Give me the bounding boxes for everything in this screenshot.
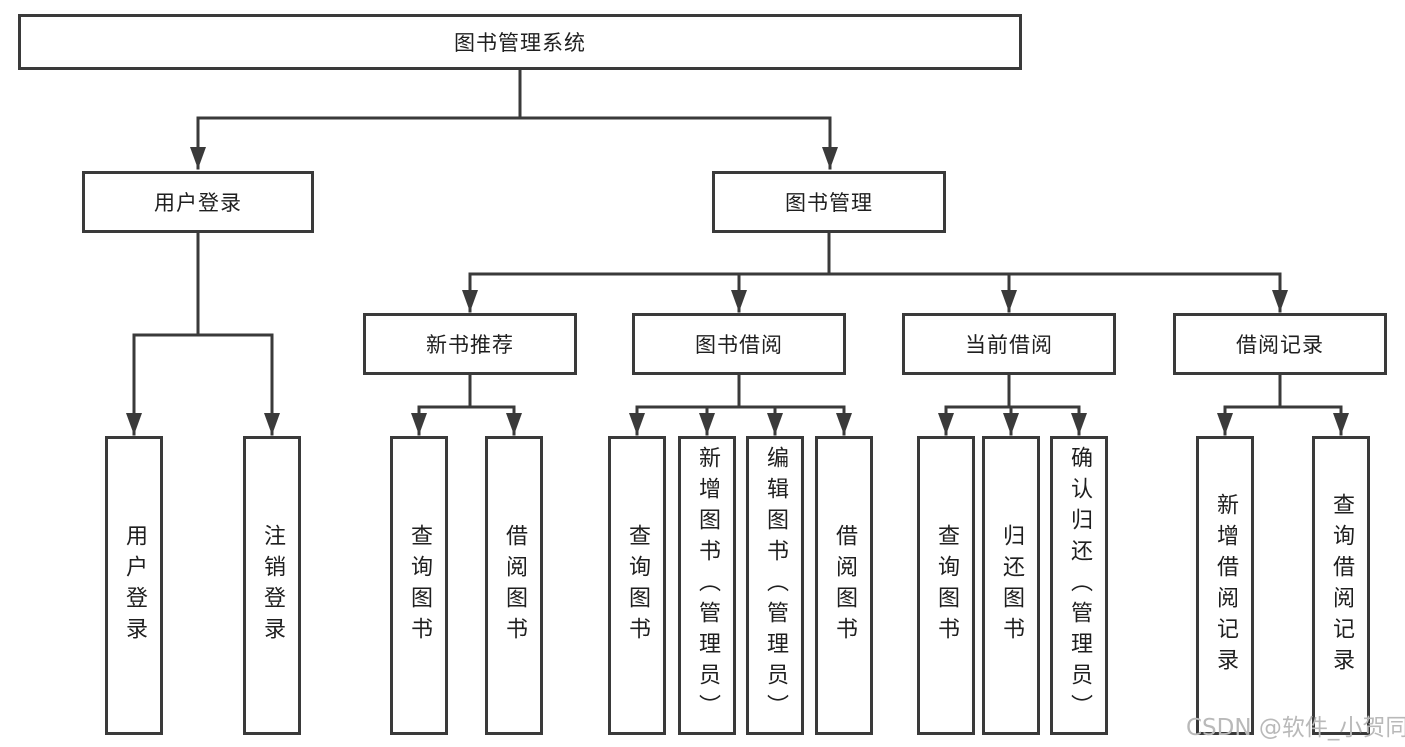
watermark: CSDN @软件_小贺同学 xyxy=(1186,715,1405,741)
node-leaf-return-books-label: 归还图书 xyxy=(999,523,1024,648)
node-leaf-add-books-admin: 新增图书（管理员） xyxy=(678,436,736,735)
node-book-management-label: 图书管理 xyxy=(785,191,873,215)
node-leaf-query-books-current: 查询图书 xyxy=(917,436,975,735)
node-new-book-recommendation: 新书推荐 xyxy=(363,313,577,375)
node-library-system-label: 图书管理系统 xyxy=(454,31,586,55)
node-leaf-query-books-newrec: 查询图书 xyxy=(390,436,448,735)
node-current-borrowing: 当前借阅 xyxy=(902,313,1116,375)
node-leaf-logout: 注销登录 xyxy=(243,436,301,735)
node-leaf-query-books-borrow-label: 查询图书 xyxy=(625,523,650,648)
node-leaf-confirm-return-admin-label: 确认归还（管理员） xyxy=(1067,446,1092,725)
node-leaf-borrow-books-borrow-label: 借阅图书 xyxy=(832,523,857,648)
node-current-borrowing-label: 当前借阅 xyxy=(965,333,1053,357)
node-leaf-borrow-books-newrec-label: 借阅图书 xyxy=(502,523,527,648)
node-leaf-add-borrow-record-label: 新增借阅记录 xyxy=(1213,492,1238,679)
node-leaf-query-borrow-record-label: 查询借阅记录 xyxy=(1329,492,1354,679)
node-leaf-return-books: 归还图书 xyxy=(982,436,1040,735)
node-new-book-recommendation-label: 新书推荐 xyxy=(426,333,514,357)
node-leaf-user-login: 用户登录 xyxy=(105,436,163,735)
node-leaf-add-books-admin-label: 新增图书（管理员） xyxy=(695,446,720,725)
node-library-system: 图书管理系统 xyxy=(18,14,1022,70)
node-leaf-query-borrow-record: 查询借阅记录 xyxy=(1312,436,1370,735)
node-leaf-logout-label: 注销登录 xyxy=(260,523,285,648)
node-leaf-query-books-newrec-label: 查询图书 xyxy=(407,523,432,648)
node-leaf-borrow-books-borrow: 借阅图书 xyxy=(815,436,873,735)
node-user-login: 用户登录 xyxy=(82,171,314,233)
node-leaf-query-books-borrow: 查询图书 xyxy=(608,436,666,735)
node-leaf-user-login-label: 用户登录 xyxy=(122,523,147,648)
node-leaf-confirm-return-admin: 确认归还（管理员） xyxy=(1050,436,1108,735)
node-leaf-borrow-books-newrec: 借阅图书 xyxy=(485,436,543,735)
node-book-borrowing-label: 图书借阅 xyxy=(695,333,783,357)
node-leaf-query-books-current-label: 查询图书 xyxy=(934,523,959,648)
node-leaf-add-borrow-record: 新增借阅记录 xyxy=(1196,436,1254,735)
node-leaf-edit-books-admin-label: 编辑图书（管理员） xyxy=(763,446,788,725)
node-borrowing-records: 借阅记录 xyxy=(1173,313,1387,375)
node-borrowing-records-label: 借阅记录 xyxy=(1236,333,1324,357)
node-book-borrowing: 图书借阅 xyxy=(632,313,846,375)
node-user-login-label: 用户登录 xyxy=(154,191,242,215)
node-book-management: 图书管理 xyxy=(712,171,946,233)
node-leaf-edit-books-admin: 编辑图书（管理员） xyxy=(746,436,804,735)
